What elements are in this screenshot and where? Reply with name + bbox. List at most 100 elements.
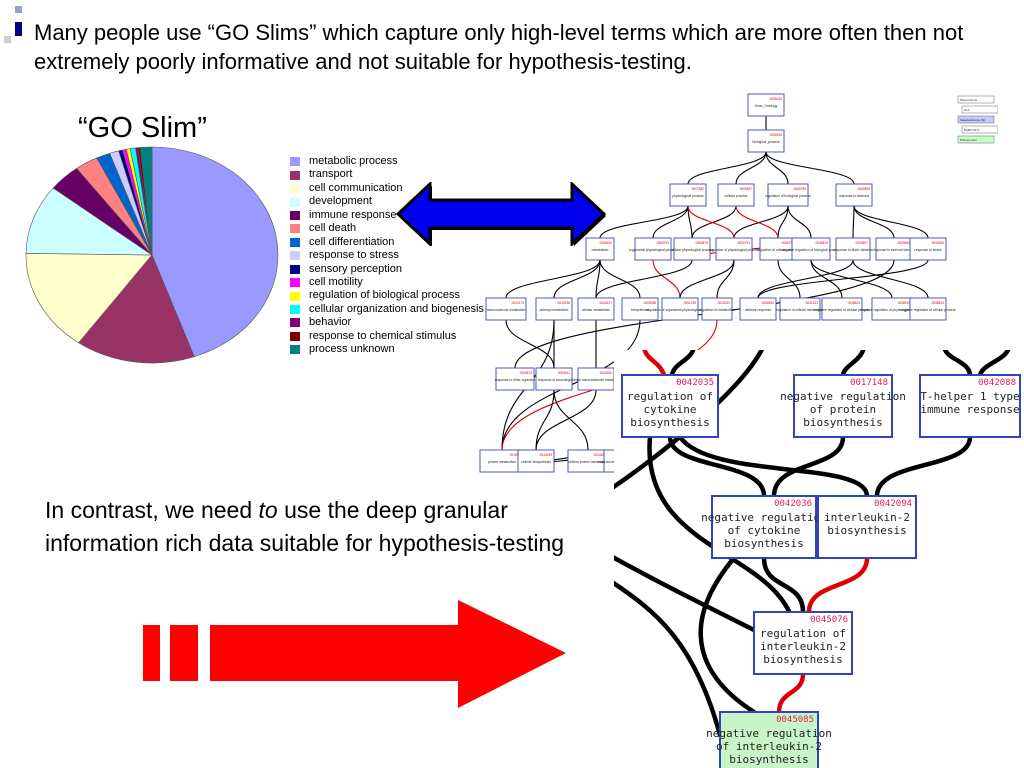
legend-item: cell differentiation — [290, 236, 484, 249]
graph-edge — [777, 259, 801, 299]
graph-node-label: response to stimulus — [839, 194, 870, 198]
graph-edge — [765, 151, 789, 185]
contrast-text-part: use the deep granular information rich d… — [45, 497, 565, 556]
graph-node-label: interleukin-2 — [824, 511, 910, 524]
svg-text:Primary term: Primary term — [960, 138, 978, 142]
pie-slice — [151, 146, 279, 358]
legend-swatch — [290, 291, 300, 301]
graph-node-id: 0048519 — [816, 241, 829, 245]
graph-node-id: 0042094 — [874, 499, 912, 509]
legend-item: cell death — [290, 222, 484, 235]
legend-label: cell motility — [309, 275, 363, 288]
graph-node-label: regulation of cellular metabolism — [776, 308, 824, 312]
graph-edge — [599, 259, 641, 299]
graph-edge — [757, 259, 929, 299]
graph-node-label: biosynthesis — [630, 416, 709, 429]
graph-node-label: regulation of physiological process — [709, 248, 760, 252]
graph-node-label: biosynthesis — [803, 416, 882, 429]
legend-label: behavior — [309, 316, 352, 329]
graph-node-id: 0050791 — [738, 241, 751, 245]
legend-label: sensory perception — [309, 262, 402, 275]
graph-edge — [776, 671, 806, 715]
graph-side-legend-item: Parent terms — [957, 95, 995, 104]
graph-node-id: 0051239 — [684, 301, 697, 305]
graph-node-id: 0009613 — [520, 371, 533, 375]
legend-item: cellular organization and biogenesis — [290, 303, 484, 316]
graph-node-id: 0050791 — [657, 241, 670, 245]
graph-node-label: of protein — [810, 403, 876, 416]
graph-node-label: biological_process — [752, 140, 779, 144]
graph-node-label: regulation of — [627, 390, 713, 403]
graph-node-id: 0009605 — [898, 241, 911, 245]
legend-item: immune response — [290, 209, 484, 222]
graph-node-label: negative regulation of biological proces… — [782, 248, 841, 252]
legend-label: immune response — [309, 208, 397, 221]
legend-item: behavior — [290, 316, 484, 329]
graph-edge — [687, 205, 735, 239]
graph-edge — [977, 350, 1011, 378]
legend-swatch — [290, 264, 300, 274]
legend-swatch — [290, 251, 300, 261]
graph-edge — [553, 389, 589, 451]
pie-slice — [139, 146, 153, 256]
graph-node-id: 0048519 — [898, 301, 911, 305]
graph-node-id: 0019222 — [718, 301, 731, 305]
graph-node-label: primary metabolism — [540, 308, 569, 312]
graph-node-label: T-helper 1 type — [920, 390, 1019, 403]
graph-edge — [595, 259, 693, 299]
legend-swatch — [290, 224, 300, 234]
graph-node: 0050791 regulation of physiological proce… — [709, 237, 760, 261]
graph-edge — [765, 151, 855, 185]
graph-edge — [852, 259, 929, 299]
graph-edge — [652, 205, 689, 239]
graph-edge — [679, 259, 735, 299]
legend-swatch — [290, 237, 300, 247]
legend-item: metabolic process — [290, 155, 484, 168]
graph-edge — [687, 205, 693, 239]
graph-node-label: biosynthesis — [827, 524, 906, 537]
graph-node-id: 0042088 — [978, 378, 1016, 388]
graph-node-label: response to other organism — [495, 378, 535, 382]
graph-node-id: 0042036 — [774, 499, 812, 509]
legend-item: sensory perception — [290, 263, 484, 276]
legend-label: metabolic process — [309, 155, 398, 167]
contrast-emphasis: to — [258, 497, 278, 523]
slide-decoration-square — [15, 6, 22, 13]
graph-edge — [735, 151, 767, 185]
graph-edge — [535, 389, 597, 451]
graph-node-label: cellular process — [725, 194, 748, 198]
graph-node-label: immune response — [920, 403, 1019, 416]
graph-edge — [733, 205, 789, 239]
double-headed-arrow-icon — [396, 182, 606, 246]
graph-edge — [757, 259, 854, 299]
graph-node-label: biosynthesis — [631, 308, 649, 312]
legend-label: response to stress — [309, 249, 399, 262]
graph-node-id: 0006952 — [762, 301, 775, 305]
graph-edge — [677, 434, 870, 499]
graph-edge — [505, 319, 555, 369]
graph-edge — [691, 205, 737, 239]
graph-node-label: cellular physiological process — [671, 248, 714, 252]
slide-header-text: Many people use “GO Slims” which capture… — [34, 20, 964, 74]
graph-edge — [810, 259, 843, 299]
pie-chart-title: “GO Slim” — [78, 112, 207, 144]
graph-node-id: 0017148 — [850, 378, 888, 388]
graph-node-id: 0048523 — [848, 301, 861, 305]
graph-node-id: 0044267 — [594, 453, 607, 457]
graph-edge — [853, 205, 895, 239]
legend-swatch — [290, 184, 300, 194]
graph-node-id: 0044237 — [600, 301, 613, 305]
graph-node-label: cellular protein metabolism — [568, 460, 607, 464]
